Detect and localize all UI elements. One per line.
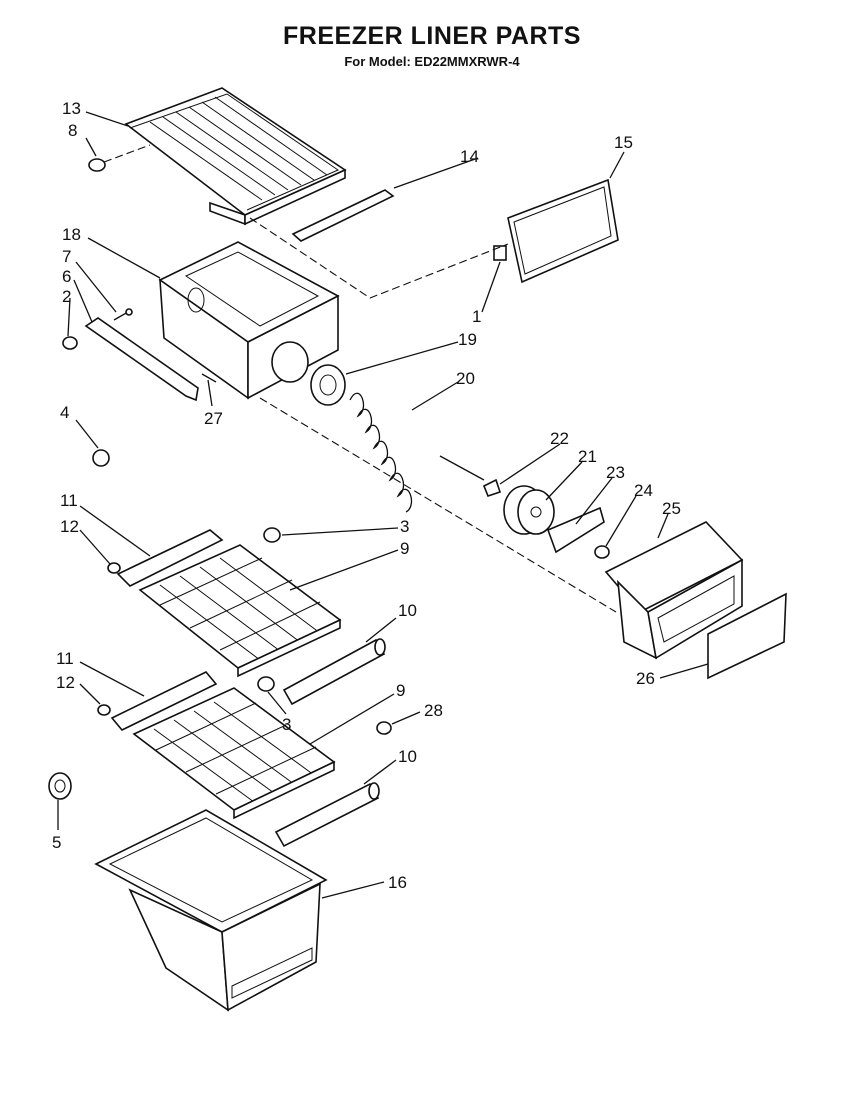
callout-10-lower: 10 (398, 747, 417, 766)
part-5-knob (48, 772, 72, 800)
part-26-bin-cover (707, 592, 787, 680)
callout-8: 8 (68, 121, 77, 140)
callout-24: 24 (634, 481, 653, 500)
callout-28: 28 (424, 701, 443, 720)
part-23-motor-bracket (546, 506, 605, 554)
callout-15: 15 (614, 133, 633, 152)
callout-19: 19 (458, 330, 477, 349)
part-11-shelf-rail-lower (110, 671, 218, 731)
callout-22: 22 (550, 429, 569, 448)
part-12-screw-lower (97, 704, 111, 716)
part-10-tube-upper (282, 638, 386, 706)
callout-6: 6 (62, 267, 71, 286)
part-4-knob (92, 449, 110, 467)
part-10-tube-lower (274, 782, 380, 848)
callout-16: 16 (388, 873, 407, 892)
callout-14: 14 (460, 147, 479, 166)
page-title: FREEZER LINER PARTS (283, 22, 581, 50)
callout-23: 23 (606, 463, 625, 482)
part-8-screw (88, 144, 151, 172)
part-19-fan-shroud (310, 364, 346, 406)
callout-11-upper: 11 (60, 491, 78, 510)
part-1-clip (493, 245, 507, 261)
callout-5: 5 (52, 833, 61, 852)
part-18-liner-housing (158, 241, 340, 400)
callout-25: 25 (662, 499, 681, 518)
part-9-wire-shelf-upper (138, 544, 342, 678)
part-15-cover-panel (507, 178, 619, 284)
part-14-shelf-trim (291, 189, 395, 242)
callout-21: 21 (578, 447, 597, 466)
part-3-clip-lower (257, 676, 275, 692)
part-12-screw-upper (107, 562, 121, 574)
callout-13: 13 (62, 99, 81, 118)
callout-4: 4 (60, 403, 69, 422)
callout-27: 27 (204, 409, 223, 428)
model-subtitle: For Model: ED22MMXRWR-4 (344, 54, 520, 69)
callout-20: 20 (456, 369, 475, 388)
part-22-clip (482, 478, 502, 497)
leader-lines (57, 111, 709, 899)
callout-3-upper: 3 (400, 517, 409, 536)
callout-26: 26 (636, 669, 655, 688)
callout-3-lower: 3 (282, 715, 291, 734)
part-3-clip-upper (263, 527, 281, 543)
callout-9-lower: 9 (396, 681, 405, 700)
callout-labels: 13 8 14 15 1 18 7 6 2 19 20 27 4 22 21 2… (52, 99, 681, 892)
part-16-freezer-pan (94, 809, 328, 1012)
callout-7: 7 (62, 247, 71, 266)
part-25-ice-bin (604, 521, 744, 660)
part-9-wire-shelf-lower (132, 687, 336, 820)
callout-2: 2 (62, 287, 71, 306)
callout-12-lower: 12 (56, 673, 75, 692)
part-21-fan-blade (503, 485, 555, 535)
part-27-screw (201, 373, 217, 383)
top-wire-shelf (124, 87, 347, 226)
callout-10-upper: 10 (398, 601, 417, 620)
part-6-bracket (62, 317, 199, 402)
part-24-grommet (594, 545, 610, 559)
callout-1: 1 (472, 307, 481, 326)
callout-9-upper: 9 (400, 539, 409, 558)
callout-12-upper: 12 (60, 517, 79, 536)
callout-18: 18 (62, 225, 81, 244)
part-11-shelf-rail-upper (116, 529, 224, 587)
part-7-screw (113, 308, 133, 321)
part-28-clip (376, 721, 392, 735)
part-20-spring (349, 392, 485, 513)
callout-11-lower: 11 (56, 649, 74, 668)
